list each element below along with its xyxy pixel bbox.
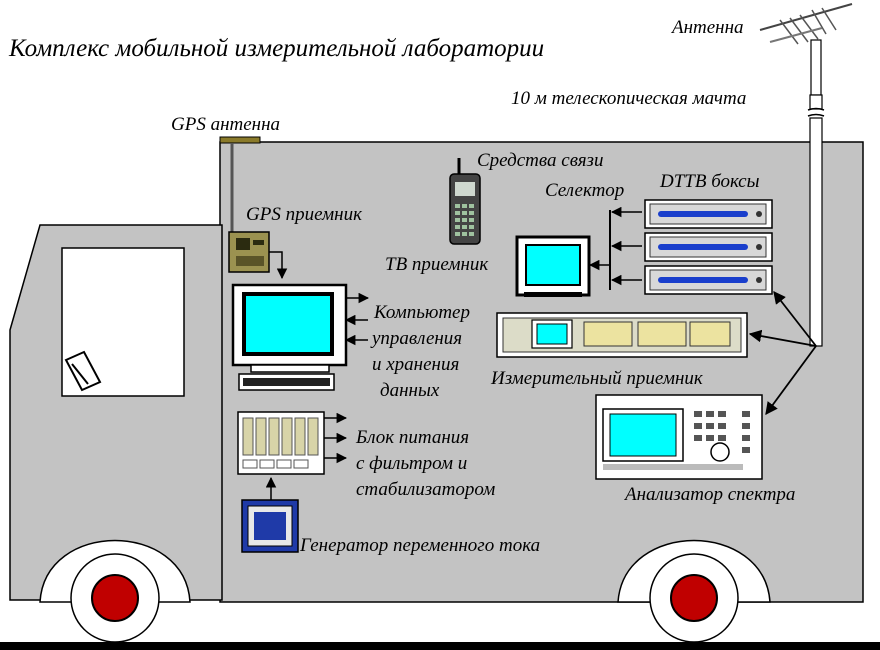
power-label-1: Блок питания	[355, 427, 469, 448]
spectrum-analyzer-icon	[595, 394, 763, 480]
comm-label: Средства связи	[477, 150, 603, 171]
computer-label-4: данных	[380, 380, 440, 401]
computer-label-1: Компьютер	[373, 302, 470, 323]
yagi-antenna-icon	[759, 3, 853, 45]
power-label-2: с фильтром и	[356, 453, 467, 474]
selector-label: Селектор	[545, 180, 624, 201]
power-label-3: стабилизатором	[356, 479, 495, 500]
telescopic-mast	[807, 39, 825, 347]
gps-receiver-label: GPS приемник	[246, 204, 363, 225]
gps-antenna-label: GPS антенна	[171, 114, 280, 135]
power-supply-icon	[237, 411, 325, 475]
tv-receiver-icon	[515, 235, 591, 297]
tv-receiver-label: ТВ приемник	[385, 254, 489, 275]
generator-label: Генератор переменного тока	[299, 535, 540, 556]
gps-receiver-icon	[228, 231, 270, 273]
generator-icon	[241, 499, 299, 553]
ground-line	[0, 642, 880, 650]
rear-wheel	[649, 553, 739, 643]
mast-label: 10 м телескопическая мачта	[511, 88, 746, 109]
page-title: Комплекс мобильной измерительной лаборат…	[8, 35, 544, 62]
front-wheel	[70, 553, 160, 643]
antenna-label: Антенна	[670, 17, 744, 38]
computer-label-2: управления	[370, 328, 462, 349]
gps-antenna-icon	[219, 136, 261, 232]
cab-mirror-icon	[64, 350, 102, 392]
antenna-feed-lines	[748, 291, 817, 416]
analyzer-label: Анализатор спектра	[623, 484, 795, 505]
meas-receiver-label: Измерительный приемник	[490, 368, 704, 389]
computer-monitor-icon	[231, 283, 348, 373]
dttb-label: DTTB боксы	[659, 171, 760, 192]
measurement-receiver-icon	[496, 312, 748, 358]
computer-label-3: и хранения	[372, 354, 459, 375]
dttb-box-icon	[644, 199, 773, 229]
radio-handset-icon	[449, 158, 481, 245]
dttb-box-icon	[644, 232, 773, 262]
keyboard-icon	[238, 373, 335, 391]
dttb-box-icon	[644, 265, 773, 295]
